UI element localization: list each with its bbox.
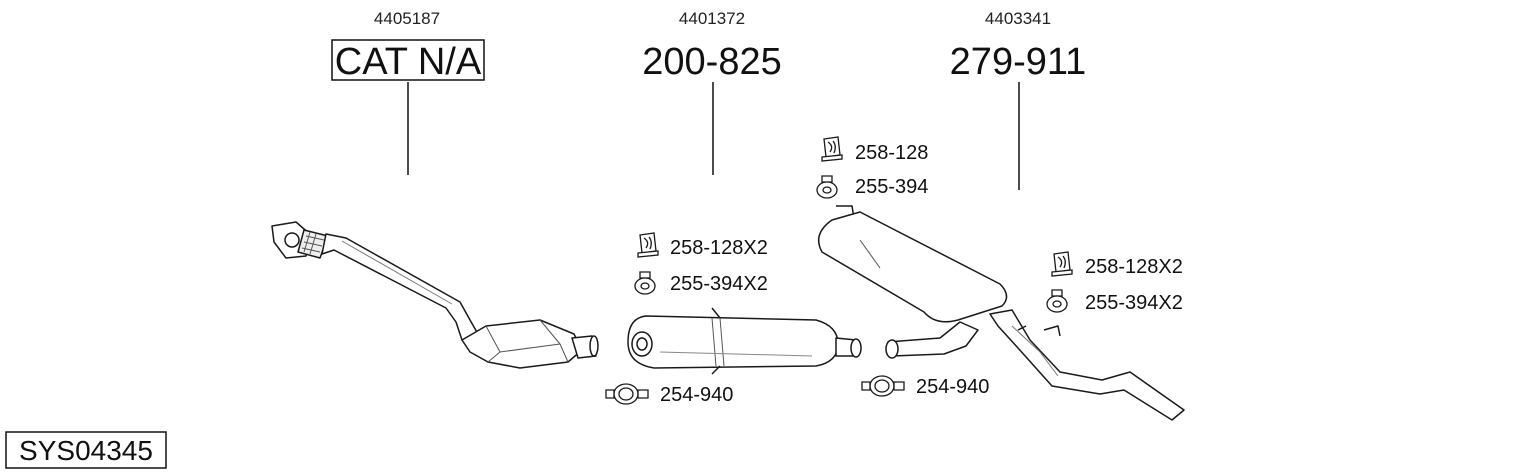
hanger-ring-icon bbox=[1046, 289, 1068, 313]
rear-hanger-label[interactable]: 255-394X2 bbox=[1085, 292, 1183, 314]
tail-pipe bbox=[989, 309, 1185, 421]
cat-code-box bbox=[331, 39, 485, 81]
part-code-cat[interactable]: CAT N/A bbox=[335, 41, 482, 83]
rear-silencer-part[interactable] bbox=[817, 205, 1185, 421]
middle-mount-label[interactable]: 258-128X2 bbox=[670, 237, 768, 259]
part-code-rear[interactable]: 279-911 bbox=[950, 41, 1087, 83]
system-code-box bbox=[5, 431, 167, 469]
rear-mount-label[interactable]: 258-128X2 bbox=[1085, 256, 1183, 278]
mount-rubber-icon bbox=[821, 136, 843, 162]
part-code-middle[interactable]: 200-825 bbox=[642, 41, 781, 83]
middle-silencer-part[interactable] bbox=[627, 307, 862, 375]
rear-inlet-pipe bbox=[887, 321, 979, 357]
rear-silencer-body bbox=[817, 211, 1008, 323]
hanger-ring-icon bbox=[634, 271, 656, 295]
hanger-ring-icon bbox=[816, 175, 838, 199]
system-code: SYS04345 bbox=[19, 435, 153, 466]
rear-top-hanger-label[interactable]: 255-394 bbox=[855, 176, 928, 198]
middle-clamp-label[interactable]: 254-940 bbox=[660, 384, 733, 406]
front-pipe-catalyst-part[interactable] bbox=[271, 221, 599, 369]
rear-top-mount-label[interactable]: 258-128 bbox=[855, 142, 928, 164]
front-pipe bbox=[321, 233, 479, 347]
ref-number-middle: 4401372 bbox=[679, 9, 745, 28]
rear-clamp-label[interactable]: 254-940 bbox=[916, 376, 989, 398]
catalyst-body bbox=[461, 319, 583, 369]
ref-number-cat: 4405187 bbox=[374, 9, 440, 28]
mount-rubber-icon bbox=[637, 232, 659, 258]
ref-number-rear: 4403341 bbox=[985, 9, 1051, 28]
middle-hanger-label[interactable]: 255-394X2 bbox=[670, 273, 768, 295]
flange-bolt-hole bbox=[284, 232, 300, 248]
mount-rubber-icon bbox=[1051, 251, 1073, 277]
middle-silencer-body bbox=[627, 315, 839, 369]
pipe-clamp-icon bbox=[605, 383, 649, 405]
pipe-clamp-icon bbox=[861, 375, 905, 397]
